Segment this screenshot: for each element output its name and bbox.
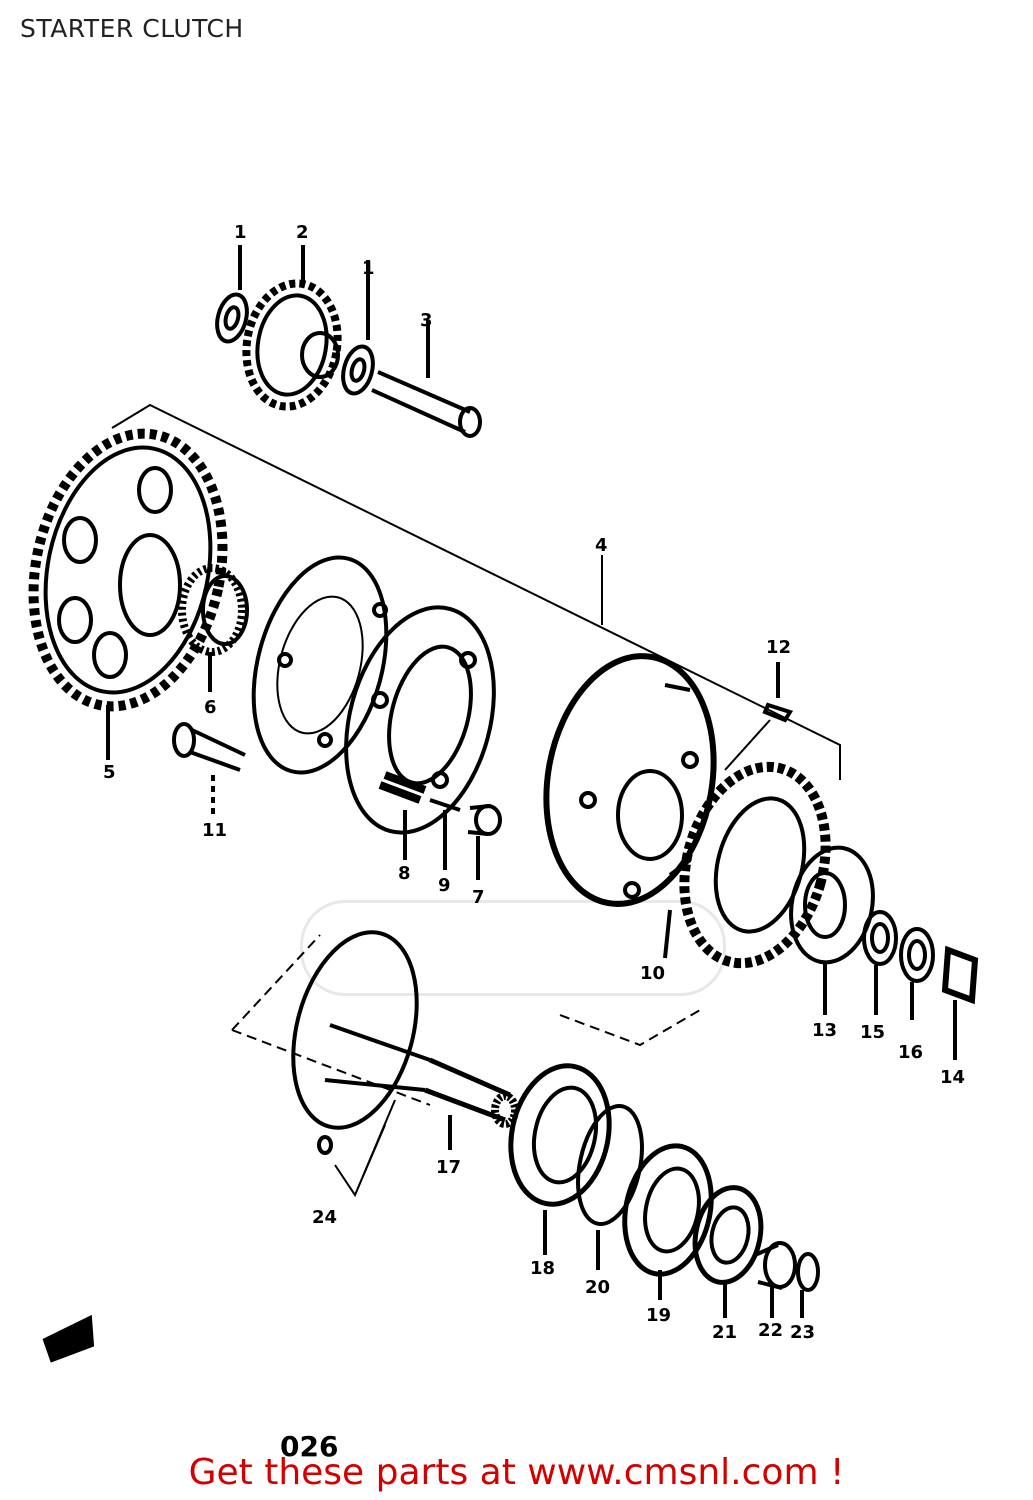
- label-part-17: 17: [436, 1157, 462, 1178]
- label-part-11: 11: [202, 820, 228, 841]
- part-8-spring: [378, 771, 427, 804]
- part-14-nut: [941, 945, 979, 1005]
- part-18-bearing: [508, 1063, 612, 1207]
- label-part-16: 16: [898, 1042, 924, 1063]
- watermark: [300, 900, 726, 996]
- label-part-10: 10: [640, 963, 666, 984]
- part-21-seal: [692, 1185, 764, 1285]
- part-7-roller: [467, 804, 502, 836]
- label-part-1: 1: [362, 258, 375, 279]
- part-23-ring: [796, 1252, 820, 1292]
- label-part-14: 14: [940, 1067, 966, 1088]
- part-24-pin: [317, 1135, 333, 1155]
- part-19-bearing: [622, 1143, 714, 1277]
- label-part-6: 6: [204, 697, 217, 718]
- part-1-washer-right: [341, 344, 375, 396]
- label-part-12: 12: [766, 637, 792, 658]
- part-10-gear: [679, 761, 831, 969]
- label-part-15: 15: [860, 1022, 886, 1043]
- part-6-needle-bearing: [178, 564, 249, 656]
- label-part-7: 7: [472, 887, 485, 908]
- label-part-21: 21: [712, 1322, 738, 1343]
- label-part-13: 13: [812, 1020, 838, 1041]
- label-part-22: 22: [758, 1320, 784, 1341]
- footer-link-text[interactable]: Get these parts at www.cmsnl.com !: [188, 1452, 845, 1493]
- label-part-9: 9: [438, 875, 451, 896]
- part-3-shaft: [371, 370, 482, 438]
- label-part-4: 4: [595, 535, 608, 556]
- direction-marker: [42, 1314, 95, 1363]
- label-part-2: 2: [296, 222, 309, 243]
- label-part-24: 24: [312, 1207, 338, 1228]
- label-part-18: 18: [530, 1258, 556, 1279]
- part-13-hub: [789, 845, 875, 965]
- part-9-pin: [429, 798, 461, 812]
- clutch-drum: [543, 653, 717, 907]
- plate: [251, 555, 389, 775]
- label-part-3: 3: [420, 310, 433, 331]
- part-15-washer: [862, 910, 898, 966]
- label-part-5: 5: [103, 762, 116, 783]
- label-part-1: 1: [234, 222, 247, 243]
- starter-clutch-body: [344, 605, 496, 835]
- part-17-shaft: [291, 930, 519, 1130]
- label-part-23: 23: [790, 1322, 816, 1343]
- part-12-key: [762, 702, 794, 723]
- part-2-gear: [242, 279, 342, 411]
- part-1-washer-left: [215, 292, 249, 344]
- part-11-bolt: [172, 722, 246, 772]
- label-part-20: 20: [585, 1277, 611, 1298]
- label-part-8: 8: [398, 863, 411, 884]
- label-part-19: 19: [646, 1305, 672, 1326]
- diagram-title: STARTER CLUTCH: [20, 14, 244, 43]
- part-5-large-gear: [28, 428, 228, 712]
- part-16-washer: [899, 927, 935, 983]
- part-22-collar: [754, 1241, 797, 1290]
- page-code: 026: [280, 1430, 339, 1463]
